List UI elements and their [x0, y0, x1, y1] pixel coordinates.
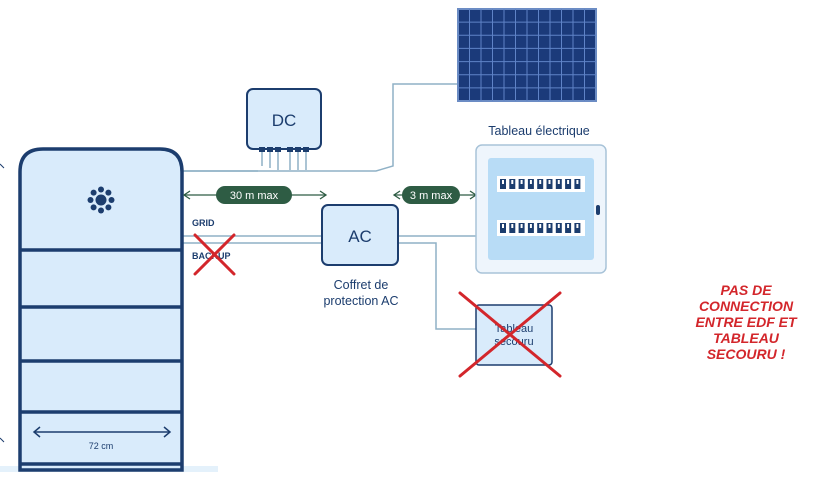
- solar-panel: [457, 8, 597, 102]
- grid-label: GRID: [192, 218, 215, 228]
- dc-label: DC: [272, 111, 297, 130]
- distance-30m-label: 30 m max: [230, 190, 279, 202]
- tableau-secouru-line1: Tableau: [495, 323, 534, 335]
- sun-icon: [87, 186, 115, 214]
- ac-to-secouru-line: [398, 242, 476, 330]
- width-dimension: [32, 426, 172, 438]
- warning-line: SECOURU !: [706, 346, 786, 362]
- breaker-rows: [500, 179, 581, 233]
- coffret-label-line2: protection AC: [323, 294, 398, 308]
- dc-line-to-solar: [182, 83, 460, 172]
- battery-tower: 72 cm: [18, 147, 184, 472]
- ac-box: AC: [321, 204, 399, 266]
- battery-width-label: 72 cm: [89, 441, 114, 451]
- cross-backup: [193, 233, 236, 276]
- warning-line: TABLEAU: [713, 330, 779, 346]
- tableau-electrique: [475, 144, 607, 274]
- warning-line: ENTRE EDF ET: [695, 314, 797, 330]
- tableau-electrique-label: Tableau électrique: [488, 124, 590, 138]
- coffret-label-line1: Coffret de: [334, 278, 389, 292]
- wall-marks: [0, 163, 5, 443]
- ac-label: AC: [348, 227, 372, 246]
- warning-line: CONNECTION: [698, 298, 794, 314]
- dc-box: DC: [246, 88, 322, 152]
- distance-3m-label: 3 m max: [410, 190, 453, 202]
- connection-lines: [182, 83, 476, 330]
- warning-note: PAS DE CONNECTION ENTRE EDF ET TABLEAU S…: [676, 282, 816, 362]
- cross-tableau-secouru: [458, 291, 562, 378]
- distance-3m: 3 m max: [392, 186, 478, 204]
- distance-30m: 30 m max: [182, 186, 328, 204]
- warning-line: PAS DE: [720, 282, 772, 298]
